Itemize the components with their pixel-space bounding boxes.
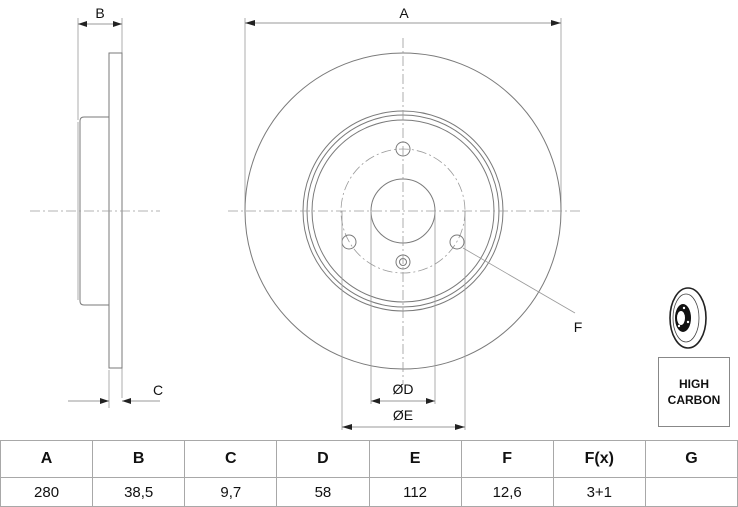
dimension-label-b: B bbox=[95, 5, 104, 21]
high-carbon-badge: HIGH CARBON bbox=[658, 357, 730, 427]
front-view: A ØD ØE F bbox=[228, 5, 582, 430]
table-row: 280 38,5 9,7 58 112 12,6 3+1 bbox=[0, 477, 738, 507]
side-view: B C bbox=[30, 5, 163, 408]
header-cell-f: F bbox=[460, 440, 554, 478]
header-cell-g: G bbox=[644, 440, 738, 478]
table-header-row: A B C D E F F(x) G bbox=[0, 440, 738, 478]
badge-line-1: HIGH bbox=[679, 377, 709, 391]
value-cell-fx: 3+1 bbox=[552, 477, 646, 507]
value-cell-f: 12,6 bbox=[460, 477, 554, 507]
header-cell-a: A bbox=[0, 440, 94, 478]
value-cell-c: 9,7 bbox=[184, 477, 278, 507]
badge-line-2: CARBON bbox=[667, 393, 721, 407]
value-cell-e: 112 bbox=[368, 477, 462, 507]
value-cell-d: 58 bbox=[276, 477, 370, 507]
dimension-label-a: A bbox=[399, 5, 409, 21]
brake-disc-icon bbox=[669, 287, 707, 349]
value-cell-g bbox=[644, 477, 738, 507]
dimension-label-d: ØD bbox=[393, 381, 414, 397]
dimension-label-e: ØE bbox=[393, 407, 413, 423]
header-cell-c: C bbox=[184, 440, 278, 478]
brake-disc-technical-drawing: B C A bbox=[30, 5, 707, 430]
header-cell-d: D bbox=[276, 440, 370, 478]
header-cell-b: B bbox=[92, 440, 186, 478]
value-cell-b: 38,5 bbox=[92, 477, 186, 507]
header-cell-e: E bbox=[368, 440, 462, 478]
spec-table: A B C D E F F(x) G 280 38,5 9,7 58 112 1… bbox=[0, 440, 738, 507]
header-cell-fx: F(x) bbox=[552, 440, 646, 478]
dimension-label-f: F bbox=[574, 319, 583, 335]
dimension-label-c: C bbox=[153, 382, 163, 398]
value-cell-a: 280 bbox=[0, 477, 94, 507]
